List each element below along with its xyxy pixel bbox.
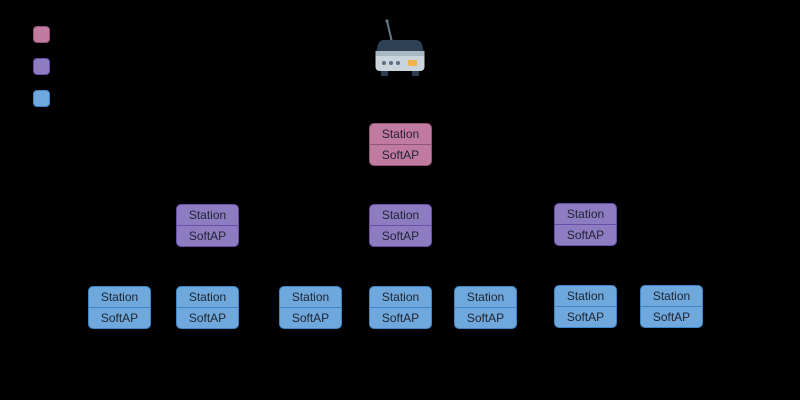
station-box: Station: [554, 285, 617, 307]
softap-box: SoftAP: [554, 306, 617, 328]
softap-box: SoftAP: [88, 307, 151, 329]
mesh-node-leaf-6: Station SoftAP: [554, 285, 617, 328]
legend-swatch-root-node: [33, 26, 50, 43]
softap-label: SoftAP: [381, 229, 420, 243]
legend-swatch-leaf-node: [33, 90, 50, 107]
softap-box: SoftAP: [454, 307, 517, 329]
softap-label: SoftAP: [381, 311, 420, 325]
softap-box: SoftAP: [176, 225, 239, 247]
legend-swatch-intermediate-node: [33, 58, 50, 75]
station-box: Station: [88, 286, 151, 308]
station-box: Station: [279, 286, 342, 308]
mesh-node-leaf-5: Station SoftAP: [454, 286, 517, 329]
station-box: Station: [369, 123, 432, 145]
softap-label: SoftAP: [566, 310, 605, 324]
station-box: Station: [369, 204, 432, 226]
softap-box: SoftAP: [369, 144, 432, 166]
softap-label: SoftAP: [381, 148, 420, 162]
station-label: Station: [566, 207, 605, 221]
station-label: Station: [291, 290, 330, 304]
softap-box: SoftAP: [369, 225, 432, 247]
station-label: Station: [381, 127, 420, 141]
softap-box: SoftAP: [640, 306, 703, 328]
mesh-node-intermediate-1: Station SoftAP: [176, 204, 239, 247]
station-label: Station: [381, 290, 420, 304]
station-box: Station: [369, 286, 432, 308]
softap-box: SoftAP: [369, 307, 432, 329]
softap-label: SoftAP: [466, 311, 505, 325]
softap-label: SoftAP: [188, 311, 227, 325]
mesh-node-leaf-7: Station SoftAP: [640, 285, 703, 328]
station-label: Station: [466, 290, 505, 304]
station-box: Station: [176, 286, 239, 308]
station-label: Station: [381, 208, 420, 222]
mesh-node-leaf-4: Station SoftAP: [369, 286, 432, 329]
softap-label: SoftAP: [188, 229, 227, 243]
mesh-node-intermediate-2: Station SoftAP: [369, 204, 432, 247]
station-label: Station: [188, 208, 227, 222]
softap-label: SoftAP: [100, 311, 139, 325]
station-label: Station: [100, 290, 139, 304]
station-box: Station: [554, 203, 617, 225]
softap-box: SoftAP: [176, 307, 239, 329]
mesh-node-leaf-2: Station SoftAP: [176, 286, 239, 329]
station-box: Station: [640, 285, 703, 307]
mesh-node-leaf-1: Station SoftAP: [88, 286, 151, 329]
legend: [33, 26, 50, 107]
softap-box: SoftAP: [554, 224, 617, 246]
station-label: Station: [566, 289, 605, 303]
mesh-node-root: Station SoftAP: [369, 123, 432, 166]
station-label: Station: [652, 289, 691, 303]
wifi-router-icon: [371, 17, 429, 79]
mesh-node-intermediate-3: Station SoftAP: [554, 203, 617, 246]
station-label: Station: [188, 290, 227, 304]
softap-label: SoftAP: [291, 311, 330, 325]
softap-label: SoftAP: [566, 228, 605, 242]
softap-label: SoftAP: [652, 310, 691, 324]
station-box: Station: [454, 286, 517, 308]
softap-box: SoftAP: [279, 307, 342, 329]
mesh-node-leaf-3: Station SoftAP: [279, 286, 342, 329]
station-box: Station: [176, 204, 239, 226]
